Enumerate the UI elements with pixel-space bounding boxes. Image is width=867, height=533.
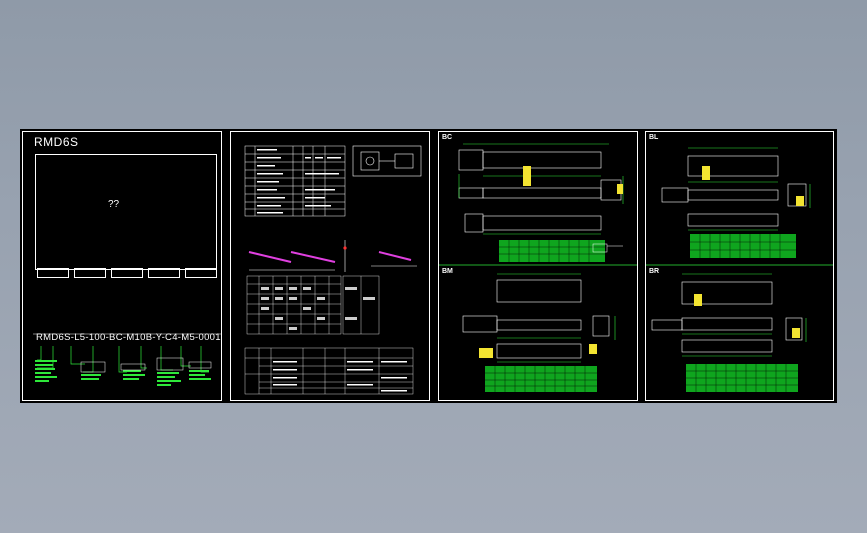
option-button-row: [37, 268, 217, 278]
model-code-breakdown: [33, 333, 221, 386]
load-table: [246, 275, 380, 335]
sheet-model-overview[interactable]: RMD6S ?? RMD6S-L5-100-BC-M10B-Y-C4-M5-00…: [22, 131, 222, 401]
wiring-diagram: [352, 145, 422, 177]
spec-drawings: [244, 145, 422, 395]
panel-code-bl: BL: [649, 134, 659, 141]
option-button-5[interactable]: [185, 268, 217, 278]
panel-code-bc: BC: [442, 134, 453, 141]
preview-placeholder: ??: [108, 199, 120, 210]
motor-table: [244, 347, 414, 395]
option-button-4[interactable]: [148, 268, 180, 278]
cad-drawing-canvas[interactable]: RMD6S ?? RMD6S-L5-100-BC-M10B-Y-C4-M5-00…: [20, 129, 837, 403]
option-button-1[interactable]: [37, 268, 69, 278]
spec-table: [244, 145, 346, 217]
panel-code-bm: BM: [442, 268, 453, 275]
panel-code-br: BR: [649, 268, 660, 275]
model-code: RMD6S-L5-100-BC-M10B-Y-C4-M5-0001: [36, 332, 221, 343]
sheet-title: RMD6S: [34, 135, 79, 149]
option-button-2[interactable]: [74, 268, 106, 278]
sheet-dimensions-bc-bm[interactable]: BC BM: [438, 131, 638, 401]
option-button-3[interactable]: [111, 268, 143, 278]
sheet-dimensions-bl-br[interactable]: BL BR: [645, 131, 834, 401]
load-diagrams: [248, 240, 417, 272]
dimension-drawings-2: [646, 147, 833, 392]
sheet-specifications[interactable]: [230, 131, 430, 401]
dimension-drawings-1: [439, 143, 637, 392]
model-preview-box: ??: [35, 154, 217, 270]
